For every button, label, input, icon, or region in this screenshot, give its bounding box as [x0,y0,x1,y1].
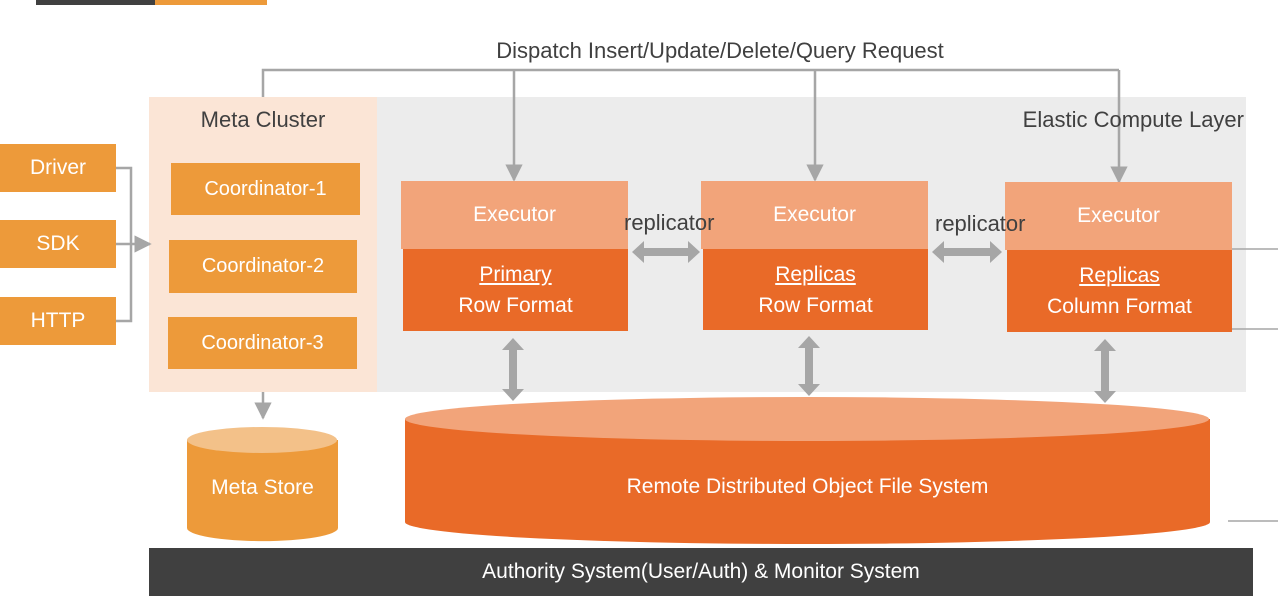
header-accent-orange [155,0,267,5]
meta-store-label: Meta Store [211,476,314,499]
executor-3-header: Executor [1005,182,1232,250]
executor-1-format: Row Format [458,294,573,317]
compute-layer-title: Elastic Compute Layer [1022,107,1244,132]
executor-2-format: Row Format [758,293,873,317]
coordinator-3: Coordinator-3 [168,317,357,369]
remote-fs-label: Remote Distributed Object File System [626,475,989,498]
coordinator-2: Coordinator-2 [169,240,357,293]
executor-3-format: Column Format [1047,295,1192,318]
coordinator-1: Coordinator-1 [171,163,360,215]
executor-3-body: Replicas Column Format [1007,250,1232,332]
header-accent-dark [36,0,155,5]
executor-2-header: Executor [701,181,928,249]
executor-2-role: Replicas [775,262,856,286]
executor-1-role: Primary [479,263,552,286]
replicator-label-1: replicator [624,210,715,235]
client-http: HTTP [0,297,116,345]
meta-cluster-title: Meta Cluster [200,107,326,132]
replicator-label-2: replicator [935,211,1026,236]
executor-3-role: Replicas [1079,264,1160,287]
authority-monitor-bar: Authority System(User/Auth) & Monitor Sy… [149,548,1253,596]
executor-1-body: Primary Row Format [403,249,628,331]
meta-store-top [187,427,337,453]
remote-fs-top [405,397,1209,441]
executor-2-body: Replicas Row Format [703,249,928,330]
dispatch-label: Dispatch Insert/Update/Delete/Query Requ… [496,38,944,63]
client-driver: Driver [0,144,116,192]
executor-1-header: Executor [401,181,628,249]
dispatch-bus-line [261,68,1119,97]
client-bracket [116,166,133,323]
client-sdk: SDK [0,220,116,268]
